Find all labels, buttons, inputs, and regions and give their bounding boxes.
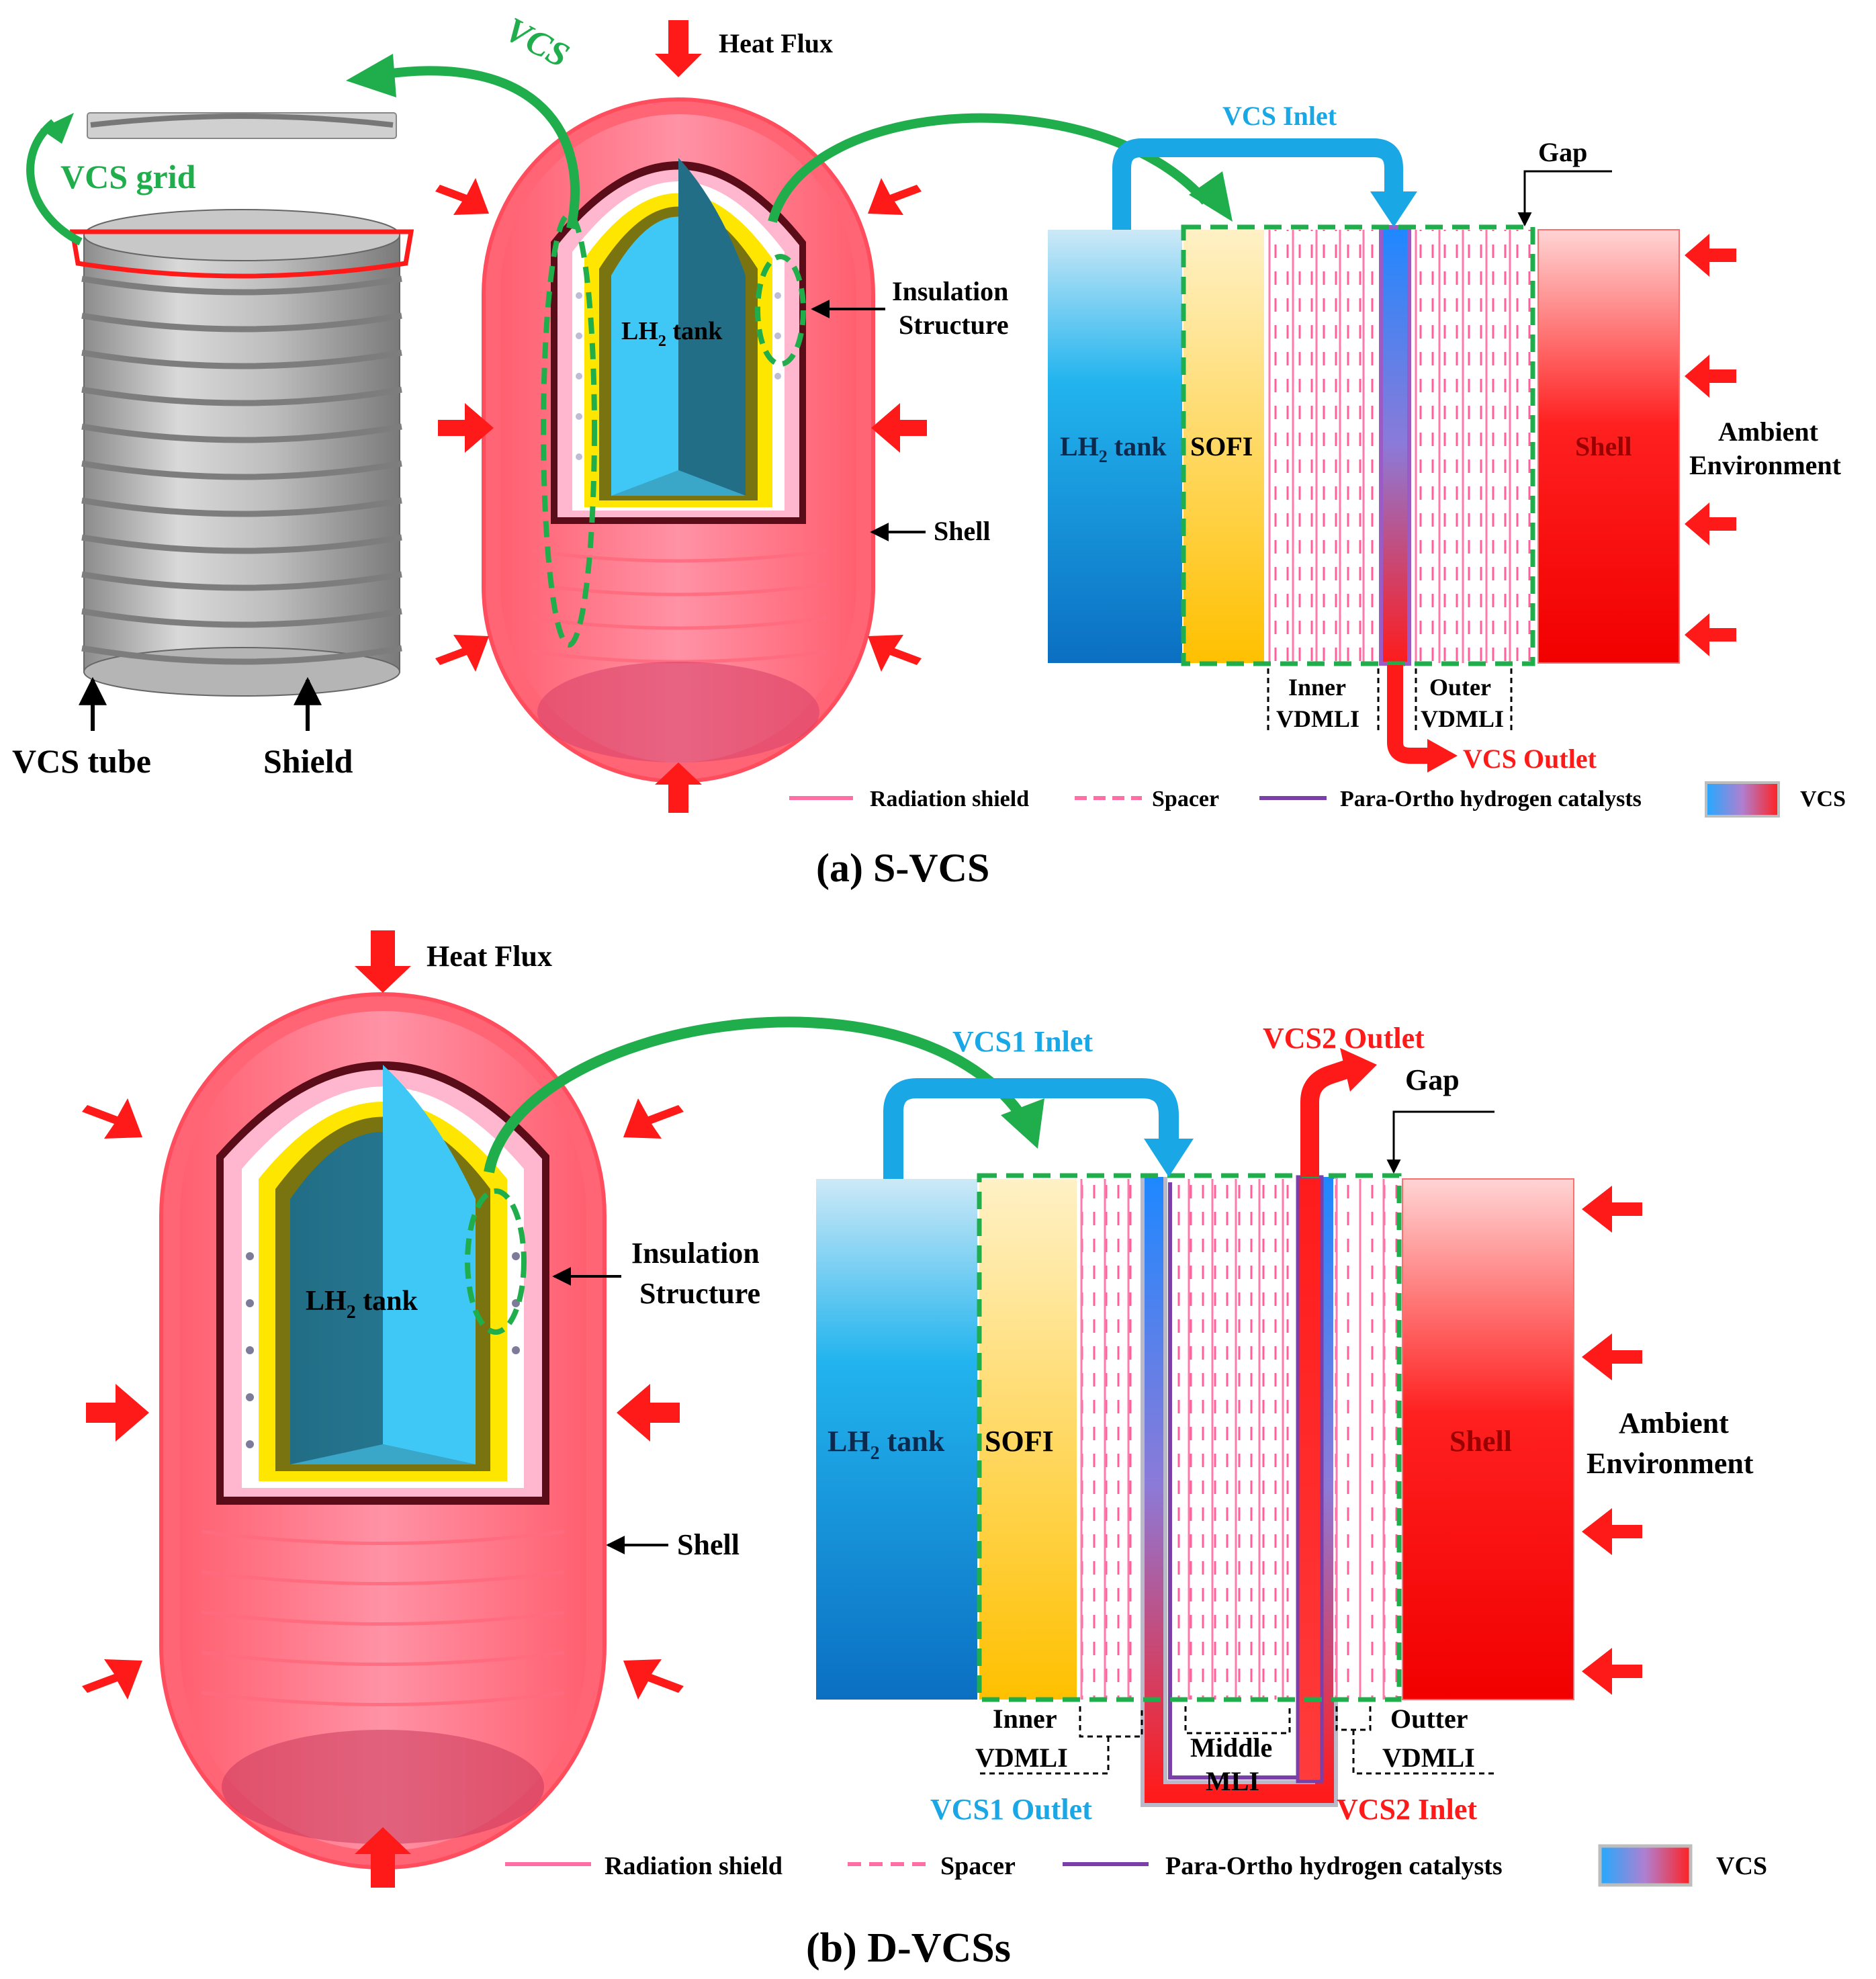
vcs2-outlet-label: VCS2 Outlet [1263, 1022, 1425, 1055]
caption-a: (a) S-VCS [816, 846, 989, 890]
lh2-tank-label-a: LH2 tank [621, 317, 723, 350]
cross-section-a: LH2 tank SOFI Shell [1048, 224, 1680, 666]
vcs2-channel-b [1296, 1175, 1324, 1784]
vcs-grid-cylinder [69, 112, 414, 697]
heat-flux-label-a: Heat Flux [719, 28, 833, 58]
shell-layer-label-a: Shell [1575, 431, 1632, 461]
insulation-highlight-ellipse-b [465, 1188, 527, 1335]
gap-label-b: Gap [1405, 1063, 1460, 1096]
insulation-boundary-b [977, 1173, 1402, 1702]
ambient-arrows-b [1582, 1186, 1642, 1695]
sofi-layer-b [979, 1179, 1077, 1700]
vcs2-outlet-arrow [1300, 1059, 1353, 1177]
ambient-label-a2: Environment [1689, 450, 1842, 480]
shell-layer-label-b: Shell [1449, 1425, 1512, 1458]
lh2-tank-layer-a [1048, 230, 1182, 663]
heat-flux-label-b: Heat Flux [427, 940, 552, 973]
shell-pointer-label-b: Shell [677, 1528, 740, 1561]
legend-spacer-a: Spacer [1152, 787, 1219, 811]
vcs-inlet-label: VCS Inlet [1222, 101, 1337, 131]
gap-label-a: Gap [1538, 137, 1587, 167]
panel-a: VCS grid VCS tube Shield [12, 10, 1846, 890]
insulation-curve-arrow-b [484, 1016, 1026, 1174]
shell-layer-a [1537, 229, 1680, 664]
ambient-label-b1: Ambient [1619, 1407, 1729, 1440]
insulation-highlight-ellipse-a [755, 254, 806, 367]
panel-b: LH2 tank Heat Flux Insulation Structure … [82, 930, 1767, 1971]
inner-vdmli-label-b1: Inner [993, 1704, 1057, 1734]
outer-vdmli-a [1413, 230, 1531, 663]
sofi-label-a: SOFI [1190, 431, 1253, 461]
legend-radiation-shield-b: Radiation shield [605, 1852, 783, 1880]
legend-spacer-b: Spacer [940, 1852, 1016, 1880]
legend-catalysts-a: Para-Ortho hydrogen catalysts [1340, 787, 1642, 811]
middle-mli-b [1174, 1179, 1304, 1700]
ambient-arrows-a [1685, 234, 1736, 656]
lh2-tank-layer-label-a: LH2 tank [1060, 431, 1167, 466]
sofi-label-b: SOFI [985, 1425, 1054, 1458]
outer-vdmli-label-b1: Outter [1390, 1704, 1468, 1734]
vcs1-inlet-loop [883, 1078, 1179, 1179]
vcs-highlight-ellipse [541, 212, 597, 648]
insulation-label-b2: Structure [639, 1277, 760, 1310]
heat-flux-arrows-b [82, 930, 684, 1888]
insulation-boundary-a [1181, 224, 1535, 666]
vcs-curve-arrow [386, 66, 580, 230]
inner-vdmli-b [1079, 1179, 1151, 1700]
inner-vdmli-label-a1: Inner [1288, 674, 1346, 701]
vcs-channel-a [1379, 225, 1411, 666]
outer-vdmli-label-b2: VDMLI [1382, 1743, 1475, 1773]
legend-vcs-a: VCS [1800, 787, 1846, 811]
shell-layer-b [1402, 1178, 1574, 1700]
capsule-a: LH2 tank [482, 97, 875, 783]
legend-catalysts-b: Para-Ortho hydrogen catalysts [1165, 1852, 1503, 1880]
middle-mli-label-b2: MLI [1206, 1766, 1259, 1796]
sofi-layer-a [1183, 230, 1264, 663]
outer-vdmli-b [1333, 1179, 1400, 1700]
outer-vdmli-label-a2: VDMLI [1421, 705, 1504, 732]
middle-mli-label-b1: Middle [1190, 1732, 1272, 1763]
insulation-label-b1: Insulation [631, 1237, 760, 1270]
heat-flux-arrows-a [435, 20, 927, 813]
insulation-label-a2: Structure [899, 310, 1009, 340]
vcs2-inlet-label: VCS2 Inlet [1337, 1793, 1477, 1826]
vcs-tube-coils [81, 275, 402, 665]
inner-vdmli-label-b2: VDMLI [975, 1743, 1068, 1773]
vcs1-outlet-label: VCS1 Outlet [930, 1793, 1092, 1826]
vcs-grid-curve-arrow [26, 119, 83, 246]
inner-vdmli-a [1267, 230, 1380, 663]
legend-radiation-shield-a: Radiation shield [870, 787, 1029, 811]
vcs-outlet-arrow [1387, 665, 1431, 764]
vcs-tube-label: VCS tube [12, 742, 151, 780]
shell-pointer-label-a: Shell [934, 516, 990, 546]
legend-a: Radiation shield Spacer Para-Ortho hydro… [789, 781, 1846, 818]
legend-vcs-b: VCS [1716, 1852, 1767, 1880]
lh2-tank-layer-b [816, 1179, 977, 1700]
cross-section-b: LH2 tank SOFI [816, 1173, 1574, 1807]
vcs-grid-highlight [69, 229, 414, 279]
lh2-tank-layer-label-b: LH2 tank [828, 1425, 945, 1464]
vcs-grid-label: VCS grid [60, 158, 196, 195]
insulation-curve-arrow-a [768, 113, 1210, 223]
insulation-label-a1: Insulation [892, 276, 1008, 306]
ambient-label-b2: Environment [1587, 1447, 1754, 1480]
capsule-b: LH2 tank [159, 992, 607, 1870]
vcs1-inlet-label: VCS1 Inlet [952, 1025, 1093, 1058]
vcs-outlet-label: VCS Outlet [1463, 744, 1597, 774]
vcs-inlet-loop-a [1112, 138, 1403, 230]
lh2-tank-label-b: LH2 tank [306, 1286, 418, 1323]
shield-label: Shield [263, 742, 353, 780]
inner-vdmli-label-a2: VDMLI [1276, 705, 1359, 732]
outer-vdmli-label-a1: Outer [1429, 674, 1491, 701]
vcs-label: VCS [499, 10, 576, 75]
ambient-label-a1: Ambient [1718, 416, 1819, 447]
legend-b: Radiation shield Spacer Para-Ortho hydro… [505, 1844, 1767, 1887]
caption-b: (b) D-VCSs [806, 1925, 1011, 1971]
